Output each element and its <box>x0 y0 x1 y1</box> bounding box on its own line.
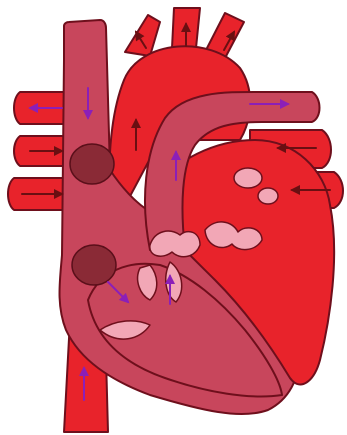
sa-node <box>70 144 114 184</box>
av-node <box>72 245 116 285</box>
